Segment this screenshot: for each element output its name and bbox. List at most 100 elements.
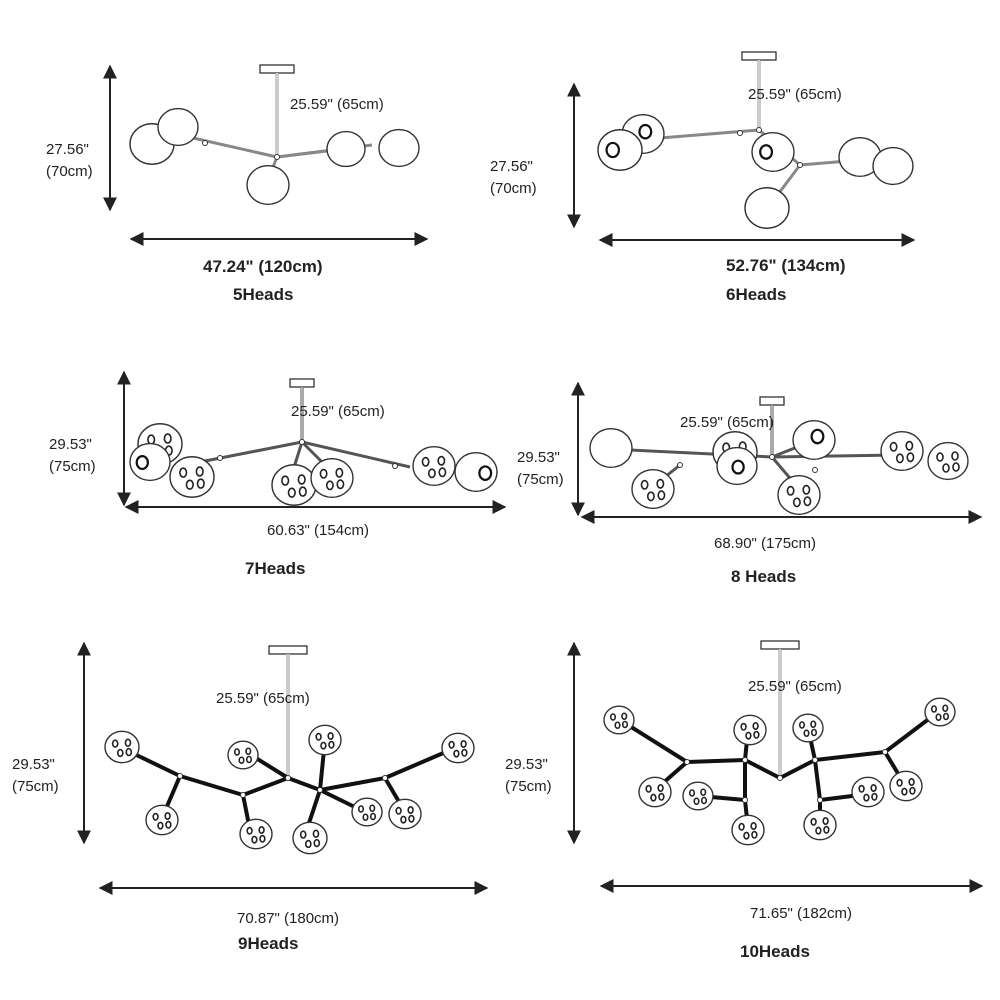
globe bbox=[638, 776, 672, 808]
height-label-6: 27.56" (70cm) bbox=[490, 156, 537, 200]
globe-hole bbox=[815, 826, 822, 835]
globe-hole bbox=[823, 825, 830, 834]
globe-hole bbox=[810, 720, 817, 729]
globe bbox=[589, 427, 633, 469]
globe-hole bbox=[448, 740, 455, 749]
canopy bbox=[760, 640, 800, 650]
arm bbox=[301, 440, 411, 469]
arm bbox=[179, 774, 244, 797]
globe-hole bbox=[810, 817, 817, 826]
globe bbox=[731, 814, 765, 846]
globe-hole bbox=[427, 468, 436, 479]
globe-hole bbox=[179, 467, 188, 478]
globe-hole bbox=[421, 456, 430, 467]
arm bbox=[814, 750, 886, 762]
joint bbox=[392, 463, 398, 469]
globe-hole bbox=[645, 784, 652, 793]
joint bbox=[797, 162, 803, 168]
globe-opening bbox=[605, 141, 621, 159]
globe bbox=[631, 468, 675, 510]
globe bbox=[777, 474, 821, 516]
chandelier-5-heads bbox=[129, 64, 420, 206]
globe-hole bbox=[246, 826, 253, 835]
height-cm: (75cm) bbox=[517, 471, 564, 488]
canopy bbox=[259, 64, 295, 74]
globe-hole bbox=[609, 713, 617, 721]
joint bbox=[677, 462, 683, 468]
globe bbox=[889, 770, 923, 802]
canopy bbox=[741, 51, 777, 61]
globe-hole bbox=[165, 820, 172, 829]
drop-label-5: 25.59" (65cm) bbox=[290, 96, 384, 113]
globe-hole bbox=[335, 467, 344, 478]
globe bbox=[792, 713, 824, 743]
globe bbox=[129, 442, 171, 482]
globe-hole bbox=[803, 729, 810, 738]
globe bbox=[326, 130, 366, 168]
globe-opening bbox=[810, 428, 825, 445]
width-label-10: 71.65" (182cm) bbox=[750, 905, 853, 922]
globe-hole bbox=[740, 722, 747, 731]
globe-hole bbox=[906, 452, 915, 463]
globe bbox=[744, 187, 790, 229]
globe-hole bbox=[453, 749, 460, 758]
globe bbox=[603, 705, 635, 735]
globe-hole bbox=[650, 793, 657, 802]
globe-hole bbox=[745, 731, 752, 740]
globe-hole bbox=[304, 839, 312, 849]
globe bbox=[733, 714, 767, 746]
width-label-7: 60.63" (154cm) bbox=[267, 522, 370, 539]
globe-hole bbox=[871, 792, 878, 801]
globe-hole bbox=[362, 813, 369, 822]
globe-hole bbox=[152, 812, 159, 821]
globe bbox=[803, 809, 837, 841]
height-label-9: 29.53" (75cm) bbox=[12, 754, 59, 798]
globe-hole bbox=[313, 838, 321, 848]
globe-hole bbox=[319, 468, 328, 479]
globe-hole bbox=[238, 756, 245, 765]
globe-opening bbox=[135, 455, 149, 471]
height-inches: 29.53" bbox=[505, 756, 548, 773]
width-label-8: 68.90" (175cm) bbox=[714, 535, 817, 552]
chandelier-10-heads bbox=[603, 640, 956, 846]
globe-opening bbox=[731, 459, 745, 475]
chandelier-9-heads bbox=[104, 645, 475, 855]
globe bbox=[388, 798, 422, 830]
globe-opening bbox=[638, 123, 653, 140]
globe-hole bbox=[688, 789, 696, 797]
globe-hole bbox=[147, 434, 156, 445]
globe-hole bbox=[935, 713, 942, 722]
globe-hole bbox=[408, 814, 415, 823]
arm bbox=[813, 759, 822, 801]
canopy bbox=[289, 378, 315, 388]
height-inches: 29.53" bbox=[517, 449, 560, 466]
globe-hole bbox=[163, 433, 172, 444]
height-inches: 29.53" bbox=[12, 756, 55, 773]
joint bbox=[285, 775, 291, 781]
globe-hole bbox=[786, 485, 795, 496]
globe-hole bbox=[751, 830, 758, 839]
globe bbox=[308, 724, 342, 756]
height-inches: 27.56" bbox=[46, 141, 89, 158]
arm bbox=[771, 453, 901, 459]
arm bbox=[179, 133, 278, 159]
globe-hole bbox=[157, 821, 164, 830]
caption-7-heads: 7Heads bbox=[245, 559, 306, 578]
globe-hole bbox=[460, 739, 467, 748]
arm bbox=[276, 148, 336, 159]
height-cm: (75cm) bbox=[49, 458, 96, 475]
chandelier-7-heads bbox=[129, 378, 498, 506]
height-label-5: 27.56" (70cm) bbox=[46, 139, 93, 183]
joint bbox=[882, 749, 888, 755]
arm bbox=[319, 776, 386, 792]
joint bbox=[737, 130, 743, 136]
height-label-7: 29.53" (75cm) bbox=[49, 434, 96, 478]
height-cm: (75cm) bbox=[505, 778, 552, 795]
height-cm: (75cm) bbox=[12, 778, 59, 795]
joint bbox=[274, 154, 280, 160]
width-label-9: 70.87" (180cm) bbox=[237, 910, 340, 927]
joint bbox=[742, 757, 748, 763]
globe-opening bbox=[478, 465, 493, 481]
globe bbox=[292, 821, 328, 855]
drop-label-7: 25.59" (65cm) bbox=[291, 403, 385, 420]
